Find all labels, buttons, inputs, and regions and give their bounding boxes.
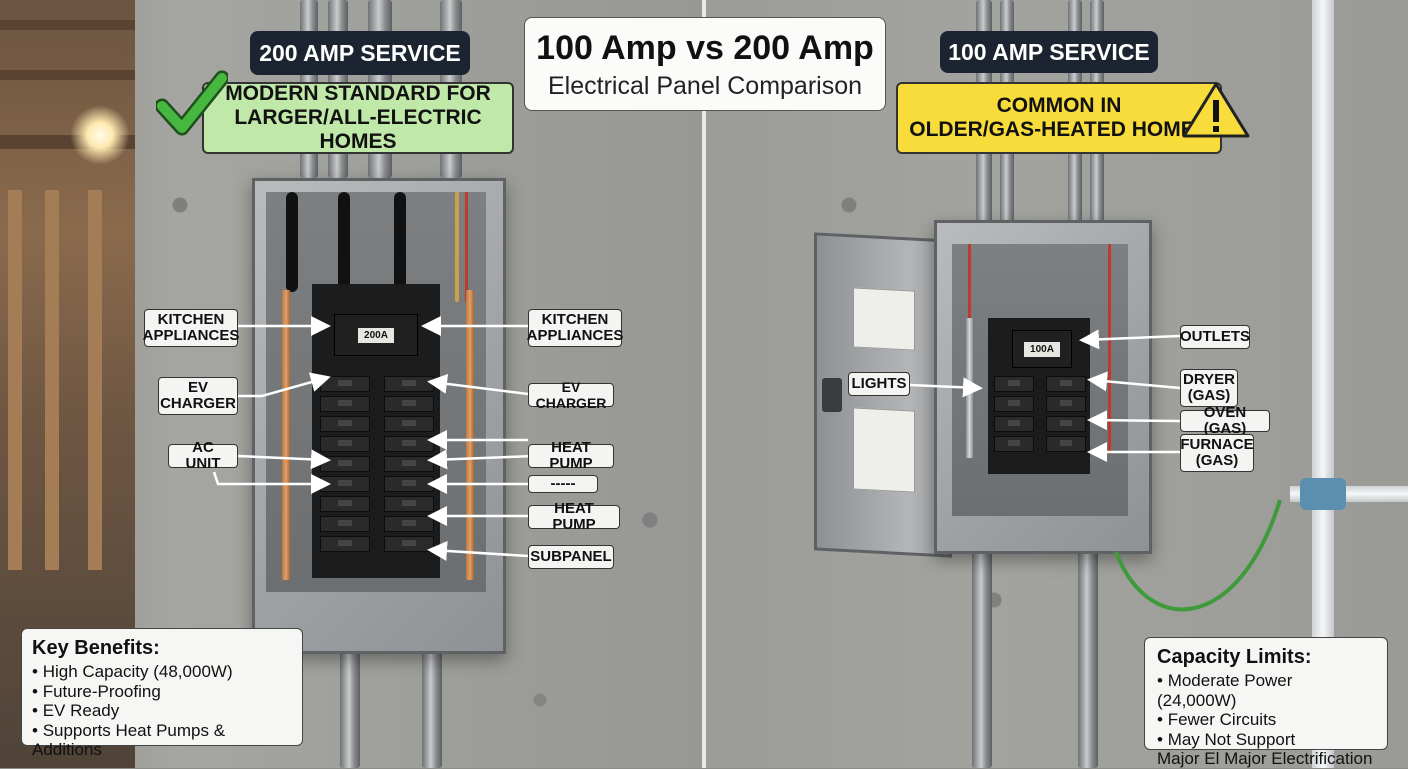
capacity-limits-box: Capacity Limits: Moderate Power (24,000W… — [1144, 637, 1388, 768]
capacity-limits-title: Capacity Limits: — [1157, 646, 1312, 668]
list-item: Supports Heat Pumps & Additions — [32, 721, 292, 760]
page-title: 100 Amp vs 200 Amp — [536, 29, 874, 67]
key-benefits-title: Key Benefits: — [32, 637, 160, 659]
title-card: 100 Amp vs 200 Amp Electrical Panel Comp… — [524, 17, 886, 111]
list-item: May Not Support — [1157, 730, 1375, 750]
list-item: Future-Proofing — [32, 682, 292, 702]
service-cable — [394, 192, 406, 292]
service-label-100: 100 AMP SERVICE — [940, 31, 1158, 73]
list-item: EV Ready — [32, 701, 292, 721]
conduit-pipe — [422, 650, 442, 768]
door-latch-icon[interactable] — [822, 378, 842, 412]
callout-ac-unit: AC UNIT — [168, 440, 238, 472]
list-item: Major El Major Electrification — [1157, 749, 1373, 768]
basement-background — [0, 0, 135, 768]
conduit-pipe — [1078, 548, 1098, 768]
branch-wire — [455, 192, 459, 302]
service-cable — [286, 192, 298, 292]
main-breaker-200: 200A — [334, 314, 418, 356]
branch-wire — [1108, 244, 1111, 454]
breaker-block: 100A — [988, 318, 1090, 474]
banner-100-line1: COMMON IN — [996, 94, 1122, 117]
banner-200-line1: MODERN STANDARD FOR — [225, 82, 491, 105]
checkmark-icon — [156, 70, 228, 136]
callout-heat-pump-2: HEAT PUMP — [528, 501, 620, 533]
warning-triangle-icon — [1182, 82, 1250, 138]
center-divider — [702, 0, 706, 768]
list-item: Fewer Circuits — [1157, 710, 1375, 730]
conduit-pipe — [972, 548, 992, 768]
list-item: High Capacity (48,000W) — [32, 662, 292, 682]
banner-200: MODERN STANDARD FOR LARGER/ALL-ELECTRIC … — [202, 82, 514, 154]
callout-outlets: OUTLETS — [1180, 325, 1250, 349]
ground-bus-bar — [466, 290, 474, 580]
ground-bus-bar — [282, 290, 290, 580]
key-benefits-box: Key Benefits: High Capacity (48,000W) Fu… — [21, 628, 303, 759]
ground-wire — [1114, 499, 1282, 612]
callout-furnace-gas: FURNACE(GAS) — [1180, 434, 1254, 472]
service-cable — [338, 192, 350, 292]
callout-blank: ----- — [528, 475, 598, 493]
callout-dryer-gas: DRYER(GAS) — [1180, 369, 1238, 407]
banner-100: COMMON IN OLDER/GAS-HEATED HOMES — [896, 82, 1222, 154]
branch-wire — [465, 192, 468, 302]
callout-lights: LIGHTS — [848, 372, 910, 396]
pipe-fitting — [1300, 478, 1346, 510]
page-subtitle: Electrical Panel Comparison — [547, 72, 863, 100]
breaker-block: 200A — [312, 284, 440, 578]
banner-100-line2: OLDER/GAS-HEATED HOMES — [909, 118, 1209, 141]
main-breaker-rating: 200A — [358, 327, 394, 343]
callout-subpanel: SUBPANEL — [528, 545, 614, 569]
conduit-pipe — [340, 650, 360, 768]
callout-ev-charger-right: EV CHARGER — [528, 379, 614, 411]
list-item: Moderate Power (24,000W) — [1157, 671, 1375, 710]
water-pipe — [1312, 0, 1334, 768]
main-breaker-rating: 100A — [1024, 341, 1060, 357]
ceiling-light — [70, 105, 130, 165]
callout-oven-gas: OVEN (GAS) — [1180, 405, 1270, 437]
callout-heat-pump-1: HEAT PUMP — [528, 440, 614, 472]
banner-200-line2: LARGER/ALL-ELECTRIC HOMES — [234, 106, 482, 153]
service-label-200: 200 AMP SERVICE — [250, 31, 470, 75]
main-breaker-100: 100A — [1012, 330, 1072, 368]
